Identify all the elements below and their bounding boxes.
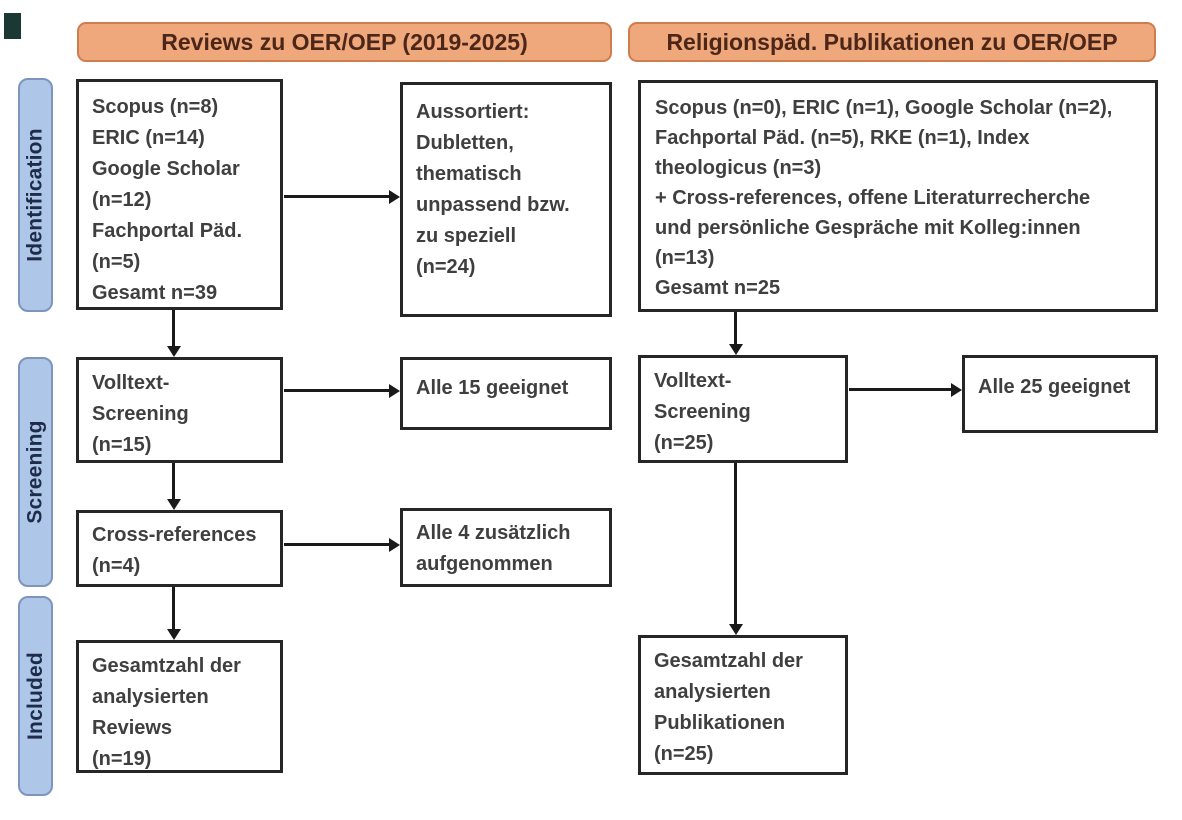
box-left-excluded: Aussortiert: Dubletten, thematisch unpas… <box>400 82 612 317</box>
box-right-fulltext-screening: Volltext- Screening (n=25) <box>638 355 848 463</box>
box-line: Alle 4 zusätzlich <box>416 522 571 544</box>
box-line: (n=25) <box>654 432 714 454</box>
box-line: (n=19) <box>92 748 152 770</box>
box-line: Publikationen <box>654 712 786 734</box>
box-line: (n=12) <box>92 189 152 211</box>
box-left-crossreferences: Cross-references (n=4) <box>76 510 283 587</box>
box-line: Screening <box>92 403 189 425</box>
arrow-right-fulltext-to-included <box>729 463 743 635</box>
box-left-added: Alle 4 zusätzlich aufgenommen <box>400 508 612 587</box>
box-left-fulltext-screening: Volltext- Screening (n=15) <box>76 357 283 463</box>
box-right-included-total: Gesamtzahl der analysierten Publikatione… <box>638 635 848 775</box>
arrow-left-sources-to-fulltext <box>167 310 181 357</box>
box-line: Volltext- <box>92 372 170 394</box>
stage-label-text: Screening <box>23 420 47 524</box>
box-line: Dubletten, <box>416 132 514 154</box>
box-left-eligible: Alle 15 geeignet <box>400 357 612 430</box>
box-line: (n=13) <box>655 247 715 269</box>
box-line: analysierten <box>654 681 771 703</box>
box-left-sources: Scopus (n=8) ERIC (n=14) Google Scholar … <box>76 79 283 310</box>
stage-label-text: Included <box>23 652 47 740</box>
arrow-right-sources-to-fulltext <box>729 312 743 355</box>
box-line: Scopus (n=0), ERIC (n=1), Google Scholar… <box>655 97 1113 119</box>
box-line: Gesamt n=39 <box>92 282 218 304</box>
arrow-left-crossref-to-added <box>284 538 400 552</box>
stage-label-screening: Screening <box>18 357 53 587</box>
box-line: Reviews <box>92 717 173 739</box>
box-line: Gesamtzahl der <box>654 650 803 672</box>
stage-label-included: Included <box>18 596 53 796</box>
box-line: (n=4) <box>92 555 141 577</box>
box-line: Alle 15 geeignet <box>416 377 569 399</box>
stage-label-identification: Identification <box>18 78 53 312</box>
box-line: Aussortiert: <box>416 101 530 123</box>
arrow-left-fulltext-to-eligible <box>284 384 400 398</box>
box-line: aufgenommen <box>416 553 553 575</box>
column-header-left: Reviews zu OER/OEP (2019-2025) <box>77 22 612 62</box>
box-line: Scopus (n=8) <box>92 96 219 118</box>
arrow-left-fulltext-to-crossref <box>167 463 181 510</box>
box-line: (n=5) <box>92 251 141 273</box>
box-right-eligible: Alle 25 geeignet <box>962 355 1158 433</box>
box-line: Gesamtzahl der <box>92 655 241 677</box>
box-line: Cross-references <box>92 524 257 546</box>
box-line: Fachportal Päd. (n=5), RKE (n=1), Index <box>655 127 1030 149</box>
arrow-left-crossref-to-included <box>167 587 181 640</box>
arrow-left-sources-to-excluded <box>284 190 400 204</box>
column-header-right: Religionspäd. Publikationen zu OER/OEP <box>628 22 1156 62</box>
box-right-sources: Scopus (n=0), ERIC (n=1), Google Scholar… <box>638 80 1158 312</box>
box-line: (n=25) <box>654 743 714 765</box>
box-line: analysierten <box>92 686 209 708</box>
box-line: zu speziell <box>416 225 517 247</box>
stage-label-text: Identification <box>23 128 47 262</box>
corner-artifact <box>4 13 21 39</box>
box-line: Gesamt n=25 <box>655 277 781 299</box>
box-line: + Cross-references, offene Literaturrech… <box>655 187 1091 209</box>
box-line: Volltext- <box>654 370 732 392</box>
box-line: Fachportal Päd. <box>92 220 243 242</box>
box-line: Screening <box>654 401 751 423</box>
box-line: thematisch <box>416 163 522 185</box>
box-line: Google Scholar <box>92 158 240 180</box>
arrow-right-fulltext-to-eligible <box>849 383 962 397</box>
box-line: Alle 25 geeignet <box>978 376 1131 398</box>
box-line: theologicus (n=3) <box>655 157 822 179</box>
box-left-included-total: Gesamtzahl der analysierten Reviews (n=1… <box>76 640 283 773</box>
box-line: unpassend bzw. <box>416 194 570 216</box>
box-line: ERIC (n=14) <box>92 127 205 149</box>
box-line: (n=24) <box>416 256 476 278</box>
box-line: (n=15) <box>92 434 152 456</box>
box-line: und persönliche Gespräche mit Kolleg:inn… <box>655 217 1081 239</box>
